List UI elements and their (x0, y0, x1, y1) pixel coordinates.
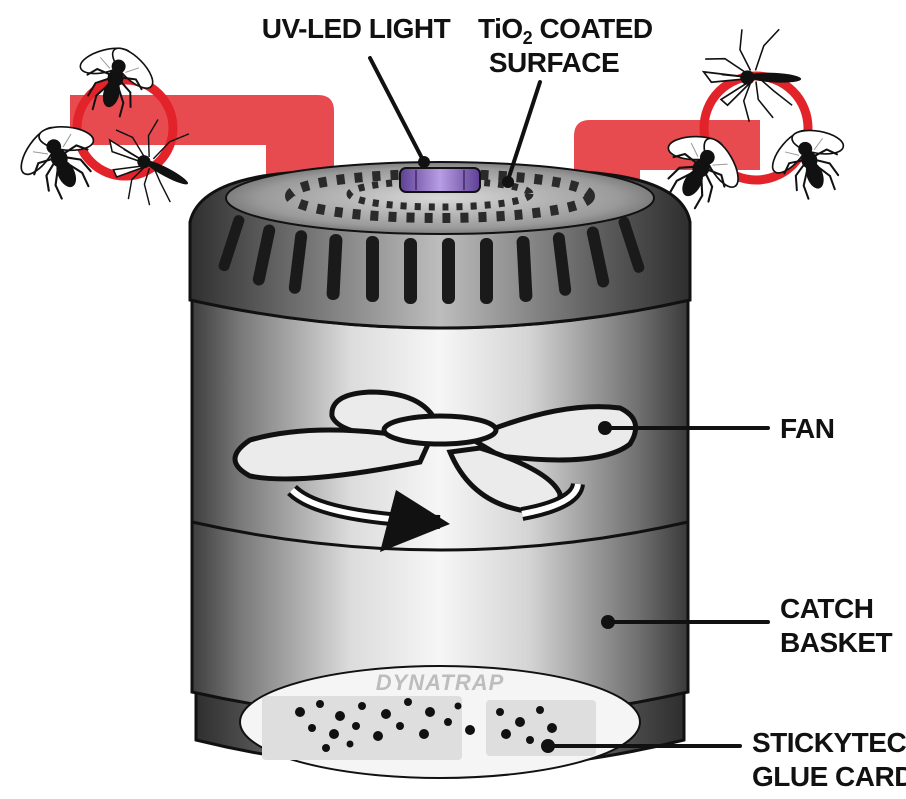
catch-basket-label-line1: CATCH (780, 593, 873, 624)
glue-card-brand: DYNATRAP (376, 670, 505, 695)
tio2-subscript: 2 (523, 28, 533, 48)
top-face (225, 161, 655, 235)
tio2-callout-line (506, 80, 542, 182)
callout-lines (368, 56, 770, 753)
rotation-arrow-icon (380, 490, 450, 552)
glue-card: DYNATRAP (239, 665, 641, 779)
trapped-insects (295, 698, 557, 752)
trap-unit: DYNATRAP (188, 161, 692, 779)
fan-icon (232, 389, 639, 552)
side-vents (218, 215, 645, 304)
uv-led-light (399, 167, 481, 193)
left-insect-group (1, 30, 201, 213)
right-insect-group (642, 16, 863, 225)
fan-label: FAN (780, 413, 835, 444)
glue-card-label-line1: STICKYTECH™ (752, 727, 906, 758)
tio2-label-line1: TiO2 COATED (478, 13, 653, 48)
glue-card-label-line2: GLUE CARD (752, 761, 906, 792)
tio2-main: TiO (478, 13, 523, 44)
mosquito-icon (694, 16, 812, 134)
catch-basket-label-line2: BASKET (780, 627, 893, 658)
tio2-label-line2: SURFACE (489, 47, 619, 78)
uv-led-label: UV-LED LIGHT (262, 13, 451, 44)
tio2-rest: COATED (532, 13, 653, 44)
uv-led-callout-line (368, 56, 426, 164)
